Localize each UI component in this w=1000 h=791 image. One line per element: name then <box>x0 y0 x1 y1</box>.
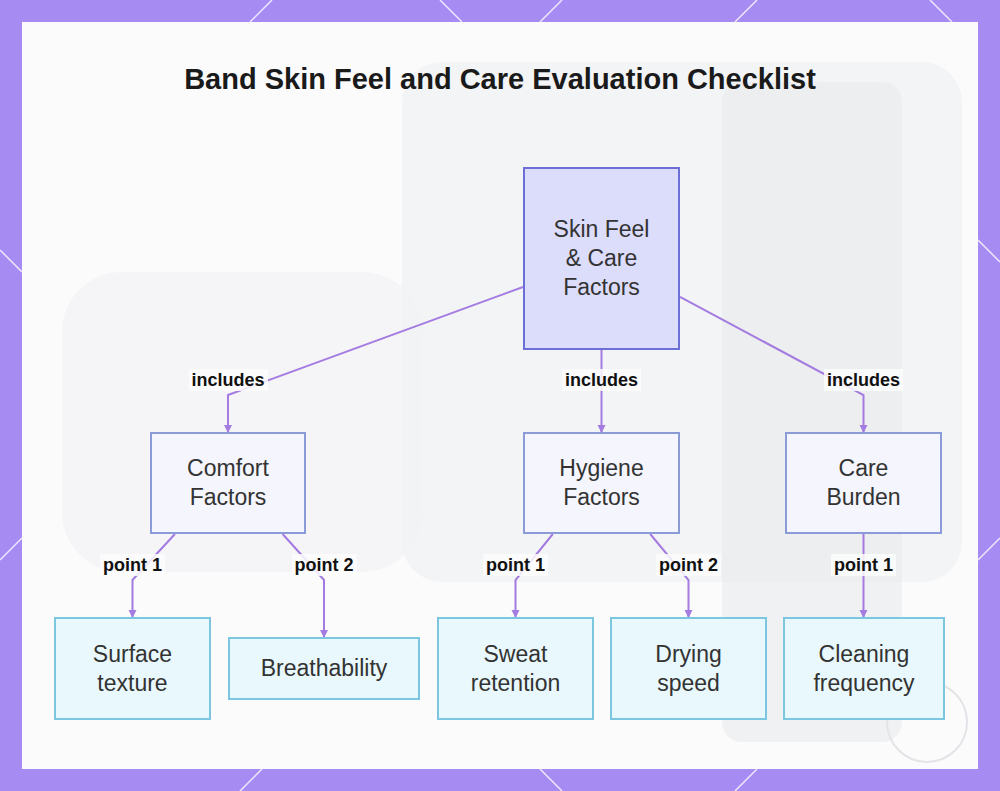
node-text: Care Burden <box>807 454 920 512</box>
node-text: Drying speed <box>630 640 747 698</box>
node-text: Comfort Factors <box>172 454 284 512</box>
edge-label: includes <box>824 369 903 391</box>
category-box: Comfort Factors <box>150 432 306 534</box>
category-box: Hygiene Factors <box>523 432 680 534</box>
node-text: Hygiene Factors <box>545 454 658 512</box>
factor-box: Breathability <box>228 637 420 700</box>
node-text: Sweat retention <box>457 640 574 698</box>
node-text: Skin Feel & Care Factors <box>549 215 654 302</box>
factor-box: Cleaning frequency <box>783 617 945 720</box>
edge-label: includes <box>189 369 268 391</box>
factor-box: Drying speed <box>610 617 767 720</box>
node-text: Breathability <box>261 654 388 683</box>
root-box: Skin Feel & Care Factors <box>523 167 680 350</box>
connector <box>283 534 324 637</box>
factor-box: Sweat retention <box>437 617 594 720</box>
edge-label: point 1 <box>483 554 548 576</box>
edge-label: point 1 <box>831 554 896 576</box>
edge-label: includes <box>562 369 641 391</box>
node-text: Surface texture <box>74 640 191 698</box>
category-box: Care Burden <box>785 432 942 534</box>
connector <box>601 350 603 432</box>
connector <box>228 287 523 432</box>
edge-label: point 2 <box>292 554 357 576</box>
diagram-title: Band Skin Feel and Care Evaluation Check… <box>100 64 900 95</box>
node-text: Cleaning frequency <box>803 640 925 698</box>
edge-label: point 2 <box>656 554 721 576</box>
factor-box: Surface texture <box>54 617 211 720</box>
connector <box>680 297 864 432</box>
edge-label: point 1 <box>100 554 165 576</box>
